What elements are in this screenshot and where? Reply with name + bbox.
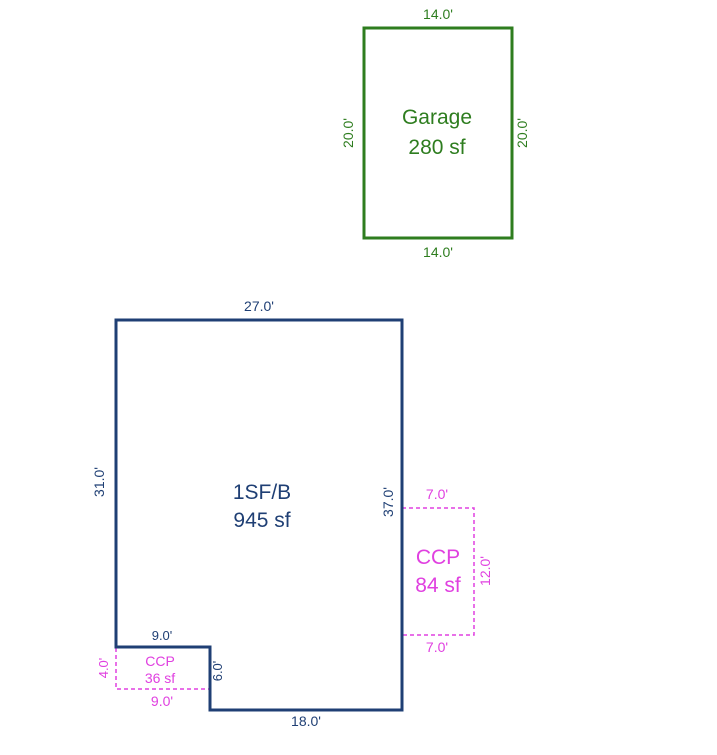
garage-area: 14.0' 14.0' 20.0' 20.0' Garage 280 sf bbox=[340, 6, 530, 260]
porch-left-label: CCP bbox=[145, 653, 175, 669]
house-area: 27.0' 31.0' 37.0' 18.0' 9.0' 6.0' 1SF/B … bbox=[91, 298, 404, 729]
house-top-dimension: 27.0' bbox=[244, 298, 274, 314]
porch-left-side-dimension: 4.0' bbox=[96, 658, 111, 679]
garage-top-dimension: 14.0' bbox=[423, 6, 453, 22]
house-notch-top-dimension: 9.0' bbox=[152, 628, 173, 643]
house-notch-side-dimension: 6.0' bbox=[210, 661, 225, 682]
garage-right-dimension: 20.0' bbox=[514, 118, 530, 148]
porch-left-area-label: 36 sf bbox=[145, 670, 175, 686]
porch-right-side-dimension: 12.0' bbox=[477, 556, 493, 586]
garage-label: Garage bbox=[402, 106, 472, 129]
house-label: 1SF/B bbox=[233, 481, 291, 504]
house-right-dimension: 37.0' bbox=[380, 487, 396, 517]
porch-right-outline bbox=[402, 507, 475, 636]
house-area-label: 945 sf bbox=[233, 509, 290, 532]
porch-right-bottom-dimension: 7.0' bbox=[426, 639, 448, 655]
garage-left-dimension: 20.0' bbox=[340, 118, 356, 148]
house-left-dimension: 31.0' bbox=[91, 467, 107, 497]
porch-left-area: 4.0' 9.0' CCP 36 sf bbox=[96, 648, 210, 709]
porch-left-bottom-dimension: 9.0' bbox=[151, 693, 173, 709]
porch-right-area-label: 84 sf bbox=[415, 574, 461, 597]
garage-area-label: 280 sf bbox=[408, 136, 465, 159]
garage-outline bbox=[362, 26, 514, 240]
porch-right-top-dimension: 7.0' bbox=[426, 486, 448, 502]
house-bottom-dimension: 18.0' bbox=[291, 713, 321, 729]
porch-right-label: CCP bbox=[416, 546, 460, 569]
porch-right-area: 7.0' 7.0' 12.0' CCP 84 sf bbox=[402, 486, 493, 655]
garage-bottom-dimension: 14.0' bbox=[423, 244, 453, 260]
house-outline bbox=[114, 318, 404, 712]
